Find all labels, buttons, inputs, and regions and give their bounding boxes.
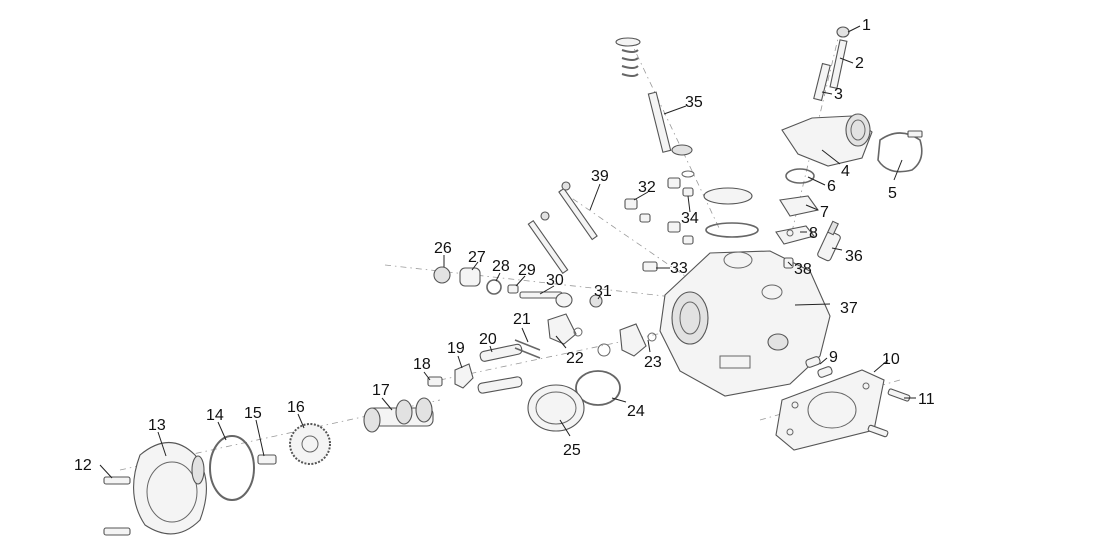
callout-12: 12 — [74, 457, 92, 474]
part-19-bracket — [454, 363, 474, 389]
callout-1: 1 — [862, 17, 871, 34]
callout-16: 16 — [287, 399, 305, 416]
part-9-dowels — [805, 356, 833, 378]
callout-18: 18 — [413, 356, 431, 373]
part-12-bolts — [103, 476, 131, 536]
part-37-cylinder-head — [659, 250, 831, 397]
callout-14: 14 — [206, 407, 224, 424]
part-6-ring — [785, 168, 815, 184]
callout-10: 10 — [882, 351, 900, 368]
part-15-bolt — [257, 454, 277, 465]
part-17-camshaft — [363, 397, 434, 433]
callout-35: 35 — [685, 94, 703, 111]
callout-6: 6 — [827, 178, 836, 195]
part-13-cover — [133, 442, 207, 535]
part-29-pin — [507, 284, 519, 294]
callout-13: 13 — [148, 417, 166, 434]
callout-7: 7 — [820, 204, 829, 221]
callout-19: 19 — [447, 340, 465, 357]
callout-31: 31 — [594, 283, 612, 300]
part-8-gasket — [775, 225, 815, 245]
part-25-cap — [527, 384, 585, 432]
callout-2: 2 — [855, 55, 864, 72]
part-24-oring — [575, 370, 621, 406]
callout-26: 26 — [434, 240, 452, 257]
part-26-washer — [433, 266, 451, 284]
part-16-gear — [289, 423, 331, 465]
callout-8: 8 — [809, 225, 818, 242]
part-22-rocker-arm — [547, 313, 583, 345]
part-35-valve — [615, 37, 695, 178]
part-4-intake-manifold — [781, 113, 873, 167]
callout-27: 27 — [468, 249, 486, 266]
callout-labels: 1 2 3 4 5 6 7 8 9 10 11 12 13 14 15 16 1… — [74, 17, 935, 474]
part-36-spark-plug — [817, 220, 841, 262]
callout-3: 3 — [834, 86, 843, 103]
callout-9: 9 — [829, 349, 838, 366]
callout-23: 23 — [644, 354, 662, 371]
callout-15: 15 — [244, 405, 262, 422]
part-32-nuts — [624, 198, 651, 223]
callout-17: 17 — [372, 382, 390, 399]
callout-28: 28 — [492, 258, 510, 275]
callout-21: 21 — [513, 311, 531, 328]
part-23-rocker-arm — [597, 323, 657, 357]
leader-lines — [99, 25, 916, 479]
part-18-pin — [427, 376, 443, 387]
callout-25: 25 — [563, 442, 581, 459]
part-2-injector — [829, 39, 848, 89]
callout-22: 22 — [566, 350, 584, 367]
part-39-rods — [527, 181, 598, 275]
callout-4: 4 — [841, 163, 850, 180]
callout-32: 32 — [638, 179, 656, 196]
part-20-rocker-shafts — [477, 343, 523, 394]
callout-29: 29 — [518, 262, 536, 279]
part-21-spring-clip — [514, 339, 541, 359]
callout-11: 11 — [918, 391, 935, 408]
part-1-cap — [836, 26, 850, 38]
callout-20: 20 — [479, 331, 497, 348]
callout-30: 30 — [546, 272, 564, 289]
callout-36: 36 — [845, 248, 863, 265]
part-14-oring — [209, 435, 255, 501]
callout-37: 37 — [840, 300, 858, 317]
part-34-nuts — [667, 177, 694, 245]
valve-cover-gasket — [703, 187, 759, 238]
part-7-flange — [779, 195, 819, 217]
callout-5: 5 — [888, 185, 897, 202]
part-30-bolt — [519, 291, 573, 308]
part-28-ring — [486, 279, 502, 295]
callout-38: 38 — [794, 261, 812, 278]
part-27-tensioner — [459, 267, 481, 287]
callout-39: 39 — [591, 168, 609, 185]
part-5-clamp — [877, 130, 923, 173]
callout-24: 24 — [627, 403, 645, 420]
part-33-nut — [642, 261, 658, 272]
callout-34: 34 — [681, 210, 699, 227]
part-3-seal — [813, 62, 831, 102]
callout-33: 33 — [670, 260, 688, 277]
